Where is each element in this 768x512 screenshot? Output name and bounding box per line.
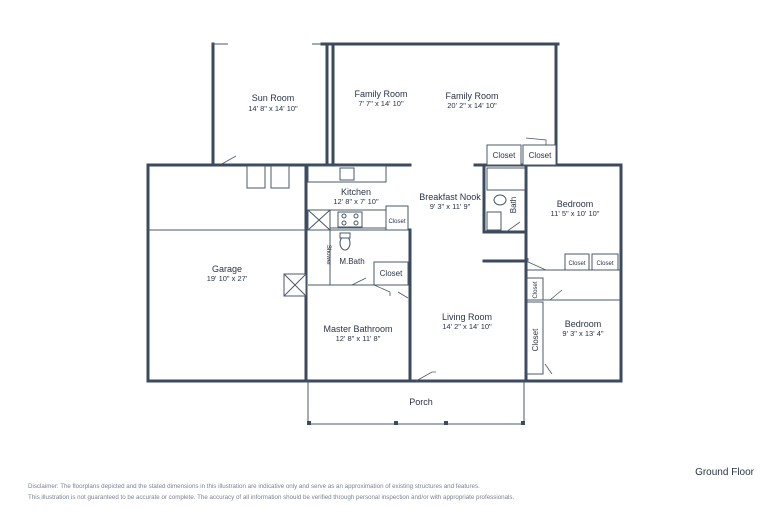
- family-room-2-dims: 20' 2" x 14' 10": [447, 101, 497, 110]
- mbath-walls: [308, 228, 412, 383]
- family-room-2-name: Family Room: [445, 91, 498, 101]
- master-bathroom-name: Master Bathroom: [323, 324, 392, 334]
- bath-label: Bath: [509, 197, 518, 213]
- porch-name: Porch: [409, 397, 433, 407]
- kitchen-name: Kitchen: [341, 187, 371, 197]
- right-wing-walls: [482, 144, 621, 383]
- breakfast-nook-name: Breakfast Nook: [419, 192, 481, 202]
- disclaimer-line-1: Disclaimer: The floorplans depicted and …: [28, 483, 480, 490]
- sun-room-dims: 14' 8" x 14' 10": [248, 104, 298, 113]
- family-room-1-dims: 7' 7" x 14' 10": [358, 99, 404, 108]
- garage-fixtures: [246, 165, 307, 297]
- master-bathroom-dims: 12' 8" x 11' 8": [336, 334, 381, 343]
- sun-room-name: Sun Room: [252, 93, 295, 103]
- kitchen-walls: [307, 165, 410, 231]
- closet-hall-label: Closet: [533, 281, 539, 298]
- living-room-name: Living Room: [442, 312, 492, 322]
- family-room-1-name: Family Room: [354, 89, 407, 99]
- floor-label: Ground Floor: [695, 467, 754, 478]
- disclaimer: Disclaimer: The floorplans depicted and …: [28, 482, 514, 503]
- closet-bedroom2-label: Closet: [531, 328, 540, 351]
- kitchen-dims: 12' 8" x 7' 10": [333, 197, 379, 206]
- closet-kitchen-label: Closet: [388, 219, 405, 225]
- shower-label: Shower: [325, 245, 331, 265]
- bedroom-2-dims: 9' 3" x 13' 4": [562, 329, 603, 338]
- living-room-door: [415, 371, 436, 382]
- porch-walls: [307, 381, 525, 425]
- closet-top-left-label: Closet: [493, 151, 516, 160]
- garage-dims: 19' 10" x 27': [207, 274, 248, 283]
- closet-bedroom-a-label: Closet: [568, 261, 585, 267]
- master-bathroom-door: [373, 284, 391, 296]
- bedroom-2-name: Bedroom: [565, 319, 602, 329]
- closet-bedroom-b-label: Closet: [596, 261, 613, 267]
- mbath-name: M.Bath: [339, 257, 364, 266]
- breakfast-nook-dims: 9' 3" x 11' 9": [430, 202, 471, 211]
- disclaimer-line-2: This illustration is not guaranteed to b…: [28, 493, 515, 501]
- living-room-dims: 14' 2" x 14' 10": [442, 322, 492, 331]
- bedroom-1-name: Bedroom: [557, 199, 594, 209]
- closet-mbath-label: Closet: [380, 269, 403, 278]
- garage-name: Garage: [212, 264, 242, 274]
- bedroom-1-dims: 11' 5" x 10' 10": [551, 209, 600, 218]
- closet-top-right-label: Closet: [529, 151, 552, 160]
